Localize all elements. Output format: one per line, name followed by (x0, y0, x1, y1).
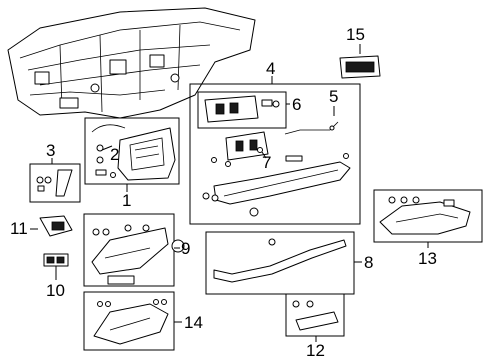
callout-7: 7 (262, 153, 271, 172)
group-13: 13 (373, 189, 483, 268)
box-12 (285, 293, 345, 337)
callout-1: 1 (122, 191, 131, 210)
callout-12: 12 (306, 341, 325, 360)
box-4 (189, 83, 361, 225)
callout-3: 3 (46, 141, 55, 160)
box-6 (197, 91, 287, 129)
callout-11: 11 (10, 219, 28, 238)
callout-2: 2 (110, 145, 119, 164)
box-8 (205, 231, 355, 295)
group-12: 12 (285, 293, 345, 360)
group-9: 9 (83, 213, 190, 287)
callout-5: 5 (329, 87, 338, 106)
callout-15: 15 (346, 25, 365, 44)
group-4: 4 6 5 7 (189, 59, 361, 225)
box-1 (84, 117, 180, 185)
callout-14: 14 (184, 313, 203, 332)
callout-13: 13 (418, 249, 437, 268)
callout-8: 8 (364, 253, 373, 272)
callout-6: 6 (292, 95, 301, 114)
group-8: 8 (205, 231, 373, 295)
group-15: 15 (339, 25, 381, 79)
box-14 (83, 291, 175, 351)
callout-4: 4 (266, 59, 275, 78)
instrument-panel-frame (7, 7, 256, 119)
box-3 (29, 163, 81, 203)
group-11: 11 (10, 215, 73, 238)
group-cluster-panel: 1 2 (84, 117, 180, 210)
callout-9: 9 (181, 239, 190, 258)
group-3: 3 (29, 141, 81, 203)
group-10: 10 (43, 253, 69, 300)
group-14: 14 (83, 291, 203, 351)
callout-10: 10 (46, 281, 65, 300)
